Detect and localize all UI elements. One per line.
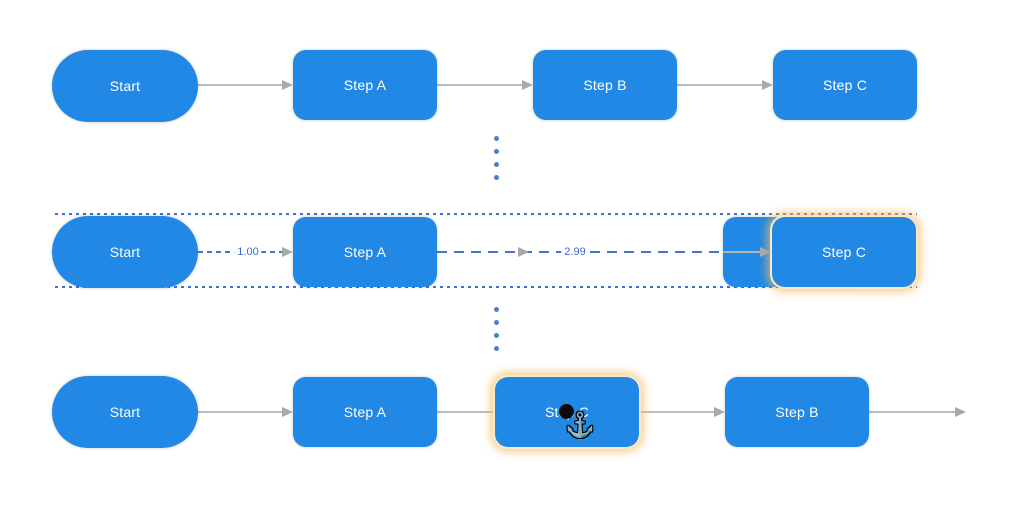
link-start-stepa-row1[interactable] [198,84,283,86]
arrowhead-icon [522,80,533,90]
arrowhead-icon [762,80,773,90]
node-start-row3[interactable]: Start [52,376,198,448]
drag-point-dot [559,404,574,419]
node-label: Start [109,244,141,260]
node-stepc-dragged-row2[interactable]: Step C [772,217,916,287]
node-label: Start [109,404,141,420]
node-start-row1[interactable]: Start [52,50,198,122]
node-stepc-row1[interactable]: Step C [773,50,917,120]
arrowhead-icon [282,407,293,417]
node-start-row2[interactable]: Start [52,216,198,288]
node-stepa-row3[interactable]: Step A [293,377,437,447]
lane-dotted-border-top [55,213,917,215]
link-stepa-stepc-row3[interactable] [437,411,495,413]
node-label: Step A [343,404,387,420]
node-label: Step B [775,404,819,420]
node-label: Step B [583,77,627,93]
lane-dotted-border-bottom [55,286,917,288]
node-label: Step C [822,244,866,260]
arrowhead-icon [282,80,293,90]
node-label: Step A [343,244,387,260]
arrowhead-icon [518,247,529,257]
node-stepb-row1[interactable]: Step B [533,50,677,120]
anchor-cursor-icon: ⚓ [565,412,595,439]
link-stepb-stepc-row1[interactable] [677,84,762,86]
arrowhead-icon [955,407,966,417]
edge-label-first: 1.00 [234,245,262,259]
link-stepc-stepb-row3[interactable] [639,411,715,413]
node-stepa-row1[interactable]: Step A [293,50,437,120]
node-stepb-row3[interactable]: Step B [725,377,869,447]
node-label: Step A [343,77,387,93]
edge-label-second: 2.99 [561,245,589,259]
node-stepa-row2[interactable]: Step A [293,217,437,287]
link-stepb-out-row3[interactable] [869,411,956,413]
link-stepa-stepb-row1[interactable] [437,84,522,86]
node-label: Start [109,78,141,94]
arrowhead-icon [714,407,725,417]
arrowhead-icon [760,247,771,257]
arrowhead-icon [282,247,293,257]
link-into-dragged-row2 [723,251,761,253]
node-label: Step C [823,77,867,93]
link-start-stepa-row3[interactable] [198,411,283,413]
